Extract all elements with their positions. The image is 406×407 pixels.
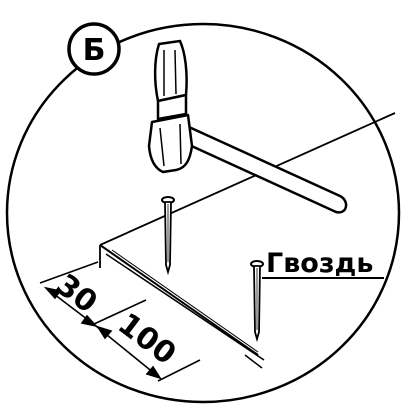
nail-label: Гвоздь (266, 248, 373, 279)
badge-letter: Б (83, 33, 106, 68)
hammer-icon (147, 39, 348, 214)
board-surface (99, 112, 396, 369)
step-badge: Б (67, 22, 121, 76)
dimension-lines (39, 261, 201, 382)
badge-circle (67, 22, 121, 76)
nail-icon (161, 196, 175, 276)
nail-icon (250, 260, 264, 343)
frame-circle (5, 22, 401, 404)
